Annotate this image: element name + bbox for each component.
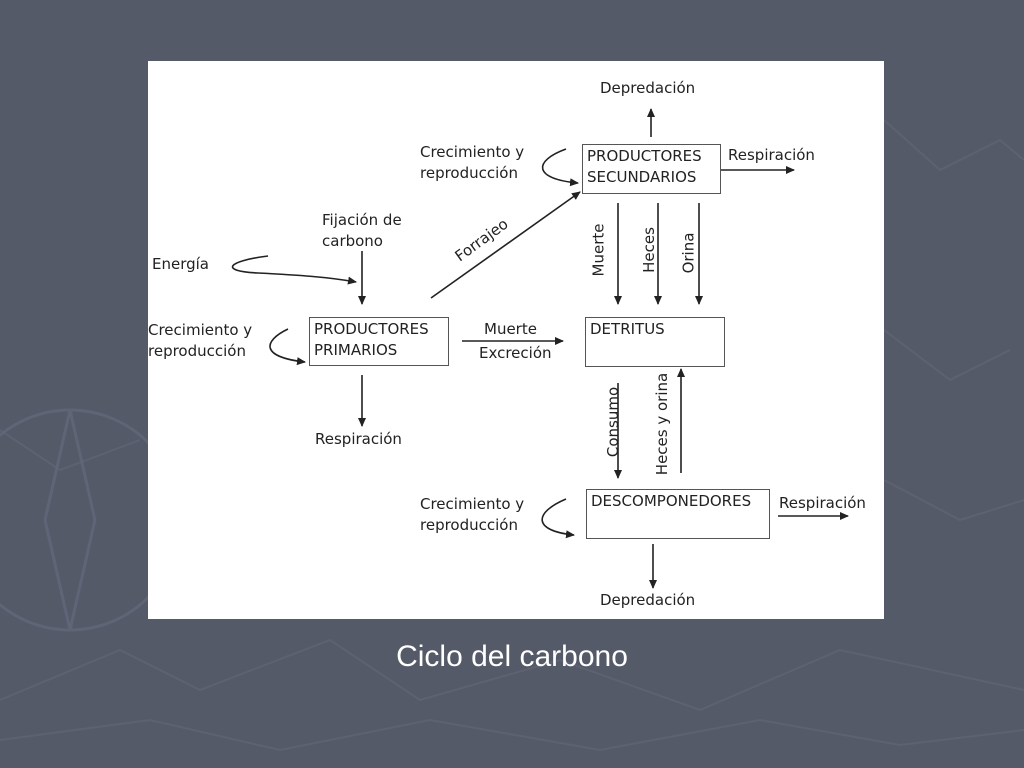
- box-label: DETRITUS: [590, 320, 665, 338]
- box-label: DESCOMPONEDORES: [591, 492, 752, 510]
- box-productores-primarios: PRODUCTORES PRIMARIOS: [309, 317, 449, 366]
- arrow-crecimiento-left: [269, 328, 306, 366]
- label-crecimiento-left: Crecimiento y reproducción: [148, 321, 253, 360]
- box-detritus: DETRITUS: [585, 317, 725, 367]
- label-energia: Energía: [152, 255, 209, 273]
- label-muerte-horiz: Muerte: [484, 320, 537, 338]
- label-excrecion: Excreción: [479, 344, 552, 362]
- arrow-crecimiento-top: [541, 148, 579, 187]
- label-fijacion: Fijación de carbono: [322, 211, 402, 250]
- label-depredacion-top: Depredación: [600, 79, 696, 97]
- diagram-panel: PRODUCTORES SECUNDARIOS PRODUCTORES PRIM…: [148, 61, 884, 619]
- label-crecimiento-bottom: Crecimiento y reproducción: [420, 495, 525, 534]
- label-respiracion-top: Respiración: [728, 146, 815, 164]
- arrow-forrajeo: [430, 191, 581, 299]
- box-descomponedores: DESCOMPONEDORES: [586, 489, 770, 539]
- slide-title: Ciclo del carbono: [396, 640, 628, 673]
- label-crecimiento-top: Crecimiento y reproducción: [420, 143, 525, 182]
- label-depredacion-bottom: Depredación: [600, 591, 696, 609]
- label-heces-y-orina: Heces y orina: [653, 372, 672, 476]
- label-consumo: Consumo: [604, 386, 623, 458]
- arrow-crecimiento-bottom: [541, 498, 575, 539]
- box-label: PRODUCTORES PRIMARIOS: [314, 320, 429, 359]
- diagram-arrows: [231, 108, 849, 589]
- label-respiracion-bottom-left: Respiración: [315, 430, 402, 448]
- label-muerte-vertical: Muerte: [589, 223, 608, 277]
- box-productores-secundarios: PRODUCTORES SECUNDARIOS: [582, 144, 721, 194]
- label-respiracion-right: Respiración: [779, 494, 866, 512]
- label-orina-vertical: Orina: [679, 232, 698, 274]
- box-label: PRODUCTORES SECUNDARIOS: [587, 147, 702, 186]
- label-heces-vertical: Heces: [639, 227, 658, 273]
- arrow-energia: [231, 255, 357, 285]
